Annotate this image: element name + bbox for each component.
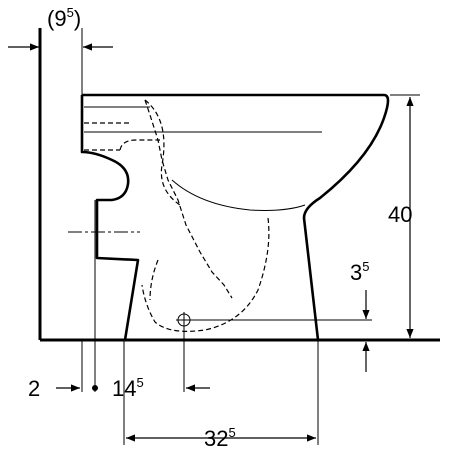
bowl-inner-curve	[171, 179, 306, 211]
toilet-back-upper	[80, 95, 140, 341]
wall-gap-label: 2	[28, 376, 40, 401]
depth-label: 325	[204, 425, 236, 450]
wall-gap-dot	[92, 385, 98, 391]
extension-lines	[81, 28, 420, 445]
offset-top-label: (95)	[47, 5, 81, 31]
outlet-offset-label: 145	[112, 375, 144, 401]
outlet-height-label: 35	[350, 259, 369, 285]
hidden-trap-lines	[84, 99, 270, 332]
toilet-outline	[82, 93, 390, 341]
height-label: 40	[388, 202, 412, 227]
